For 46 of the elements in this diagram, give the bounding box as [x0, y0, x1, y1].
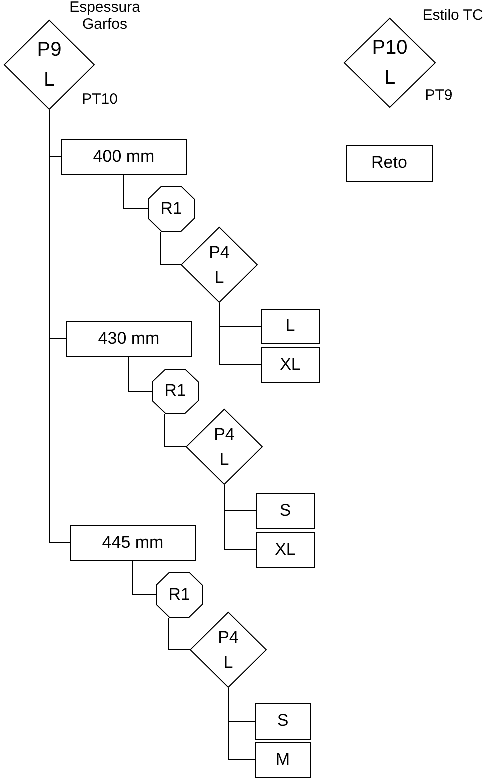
node-label: P4 [209, 242, 230, 264]
connector-line [168, 618, 190, 650]
node-label: XL [280, 354, 301, 376]
node-label: P4 [218, 626, 239, 648]
node-label: M [276, 750, 290, 770]
node-label: S [277, 711, 289, 732]
annotation-text: PT10 [81, 92, 119, 108]
node-label: P10 [372, 36, 408, 61]
node-label: 400 mm [93, 146, 155, 168]
annotation-text: Estilo TC [422, 8, 484, 24]
process-box [261, 347, 320, 383]
connector-line [128, 356, 152, 392]
node-label: L [286, 316, 296, 337]
process-box [256, 493, 315, 529]
node-label: P9 [37, 38, 62, 63]
connector-line [224, 484, 256, 550]
process-box [70, 525, 196, 561]
connector-line [228, 688, 256, 760]
process-box [61, 139, 187, 175]
connector-line [132, 560, 156, 596]
annotation-text: PT9 [424, 88, 454, 104]
node-label: L [220, 449, 230, 471]
node-label: S [280, 500, 292, 522]
process-box [261, 309, 320, 344]
node-label: P4 [214, 424, 235, 446]
process-box [255, 742, 311, 778]
node-label: R1 [164, 381, 186, 402]
node-label: L [44, 68, 56, 93]
node-label: 430 mm [98, 328, 160, 350]
node-label: 445 mm [102, 532, 164, 554]
process-box [66, 321, 192, 357]
node-label: XL [275, 540, 296, 560]
node-label: Reto [372, 153, 408, 174]
node-label: R1 [168, 584, 190, 606]
connector-line [219, 302, 262, 366]
connector-line [124, 174, 148, 210]
node-label: R1 [160, 198, 182, 220]
process-box [256, 532, 315, 568]
connector-line [160, 232, 182, 266]
process-box [346, 145, 433, 182]
node-label: L [384, 66, 396, 91]
connector-line [164, 414, 186, 448]
node-label: L [214, 267, 224, 289]
annotation-text: Espessura Garfos [68, 0, 142, 33]
process-box [255, 703, 311, 740]
node-label: L [224, 652, 234, 674]
